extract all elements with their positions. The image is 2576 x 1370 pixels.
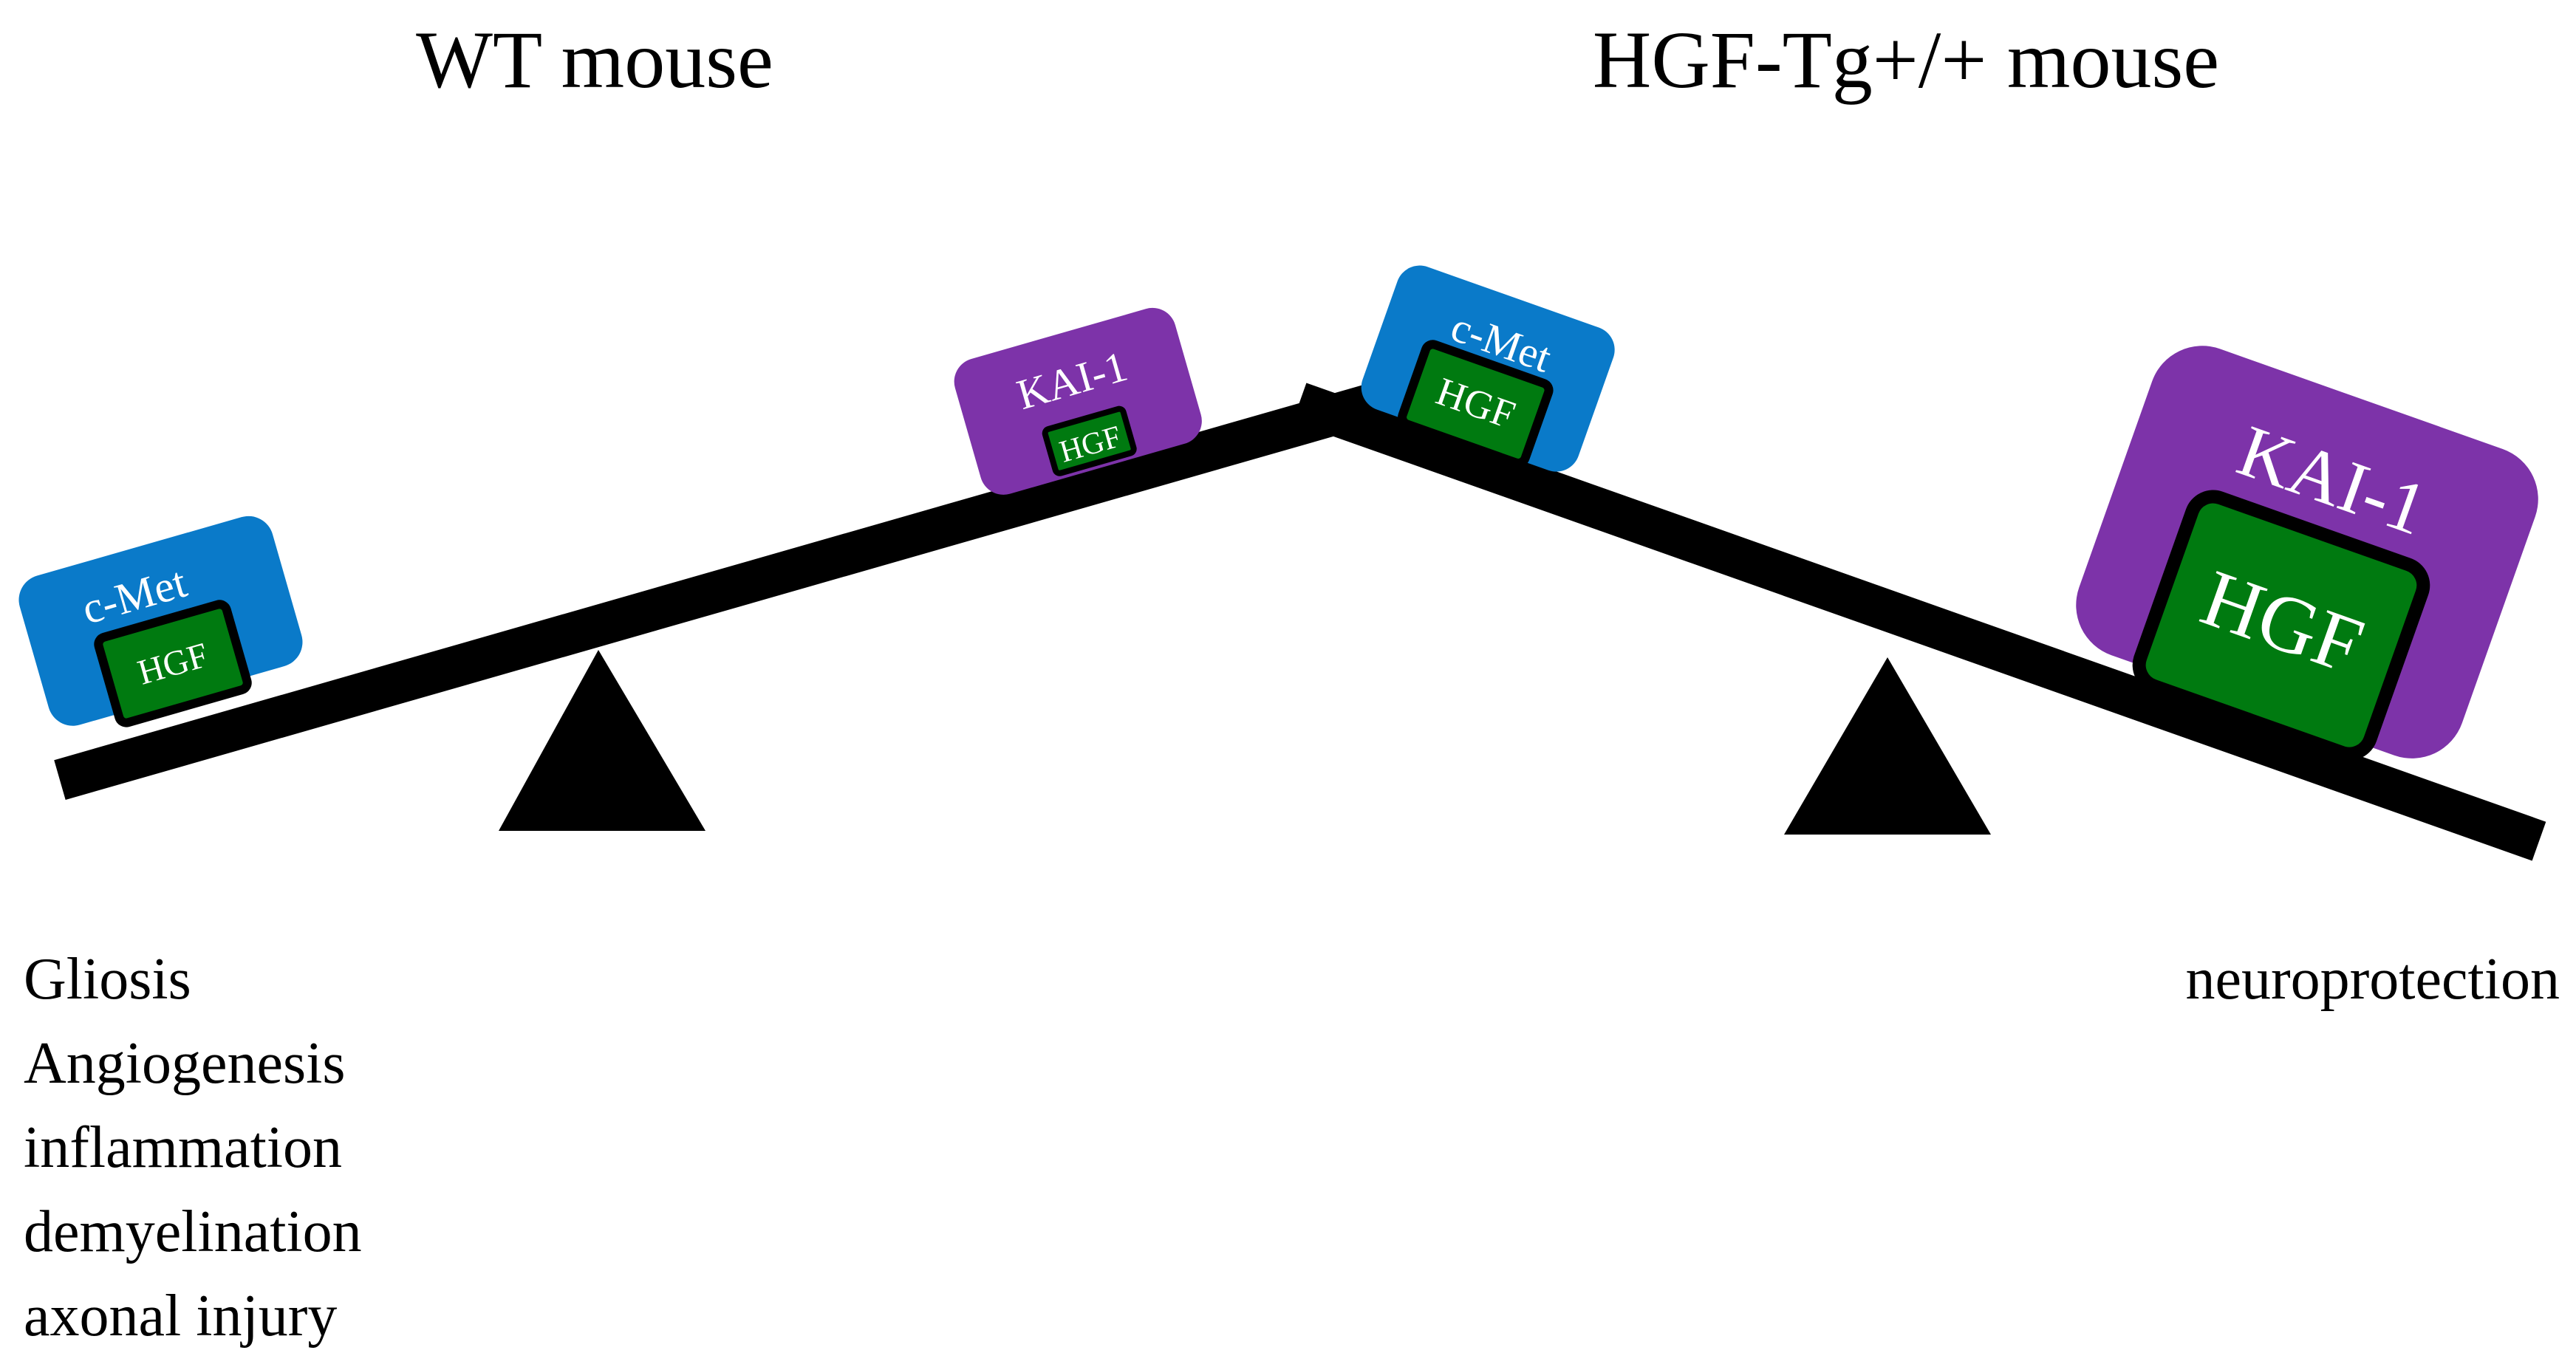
left-fulcrum bbox=[499, 650, 706, 831]
left-outcome-list: Gliosis Angiogenesis inflammation demyel… bbox=[24, 947, 377, 1349]
right-cmet-complex: c-Met HGF bbox=[1361, 265, 1615, 472]
left-cmet-complex: c-Met HGF bbox=[18, 516, 303, 727]
right-panel: HGF-Tg+/+ mouse c-Met HGF KAI-1 HGF neur… bbox=[1292, 15, 2560, 1012]
left-panel-title: WT mouse bbox=[416, 15, 773, 105]
left-outcome-5: axonal injury bbox=[24, 1284, 337, 1349]
right-kai1-hgf bbox=[2132, 490, 2430, 761]
left-kai1-complex: KAI-1 HGF bbox=[954, 307, 1202, 495]
left-kai1-hgf bbox=[1042, 405, 1137, 476]
right-outcome-list: neuroprotection bbox=[2186, 947, 2560, 1012]
right-outcome-1: neuroprotection bbox=[2186, 947, 2560, 1012]
left-panel: WT mouse c-Met HGF KAI-1 HGF Gliosis Ang… bbox=[18, 15, 1458, 1349]
left-kai1-receptor bbox=[954, 307, 1202, 495]
left-cmet-hgf bbox=[94, 600, 252, 727]
left-outcome-2: Angiogenesis bbox=[24, 1031, 346, 1096]
right-cmet-hgf bbox=[1398, 340, 1554, 468]
right-panel-title: HGF-Tg+/+ mouse bbox=[1593, 15, 2219, 105]
right-fulcrum bbox=[1784, 657, 1991, 835]
left-outcome-4: demyelination bbox=[24, 1199, 362, 1264]
left-beam bbox=[54, 360, 1458, 801]
right-kai1-complex: KAI-1 HGF bbox=[2076, 346, 2538, 761]
left-outcome-1: Gliosis bbox=[24, 947, 191, 1012]
left-outcome-3: inflammation bbox=[24, 1115, 342, 1180]
right-beam bbox=[1292, 383, 2546, 861]
